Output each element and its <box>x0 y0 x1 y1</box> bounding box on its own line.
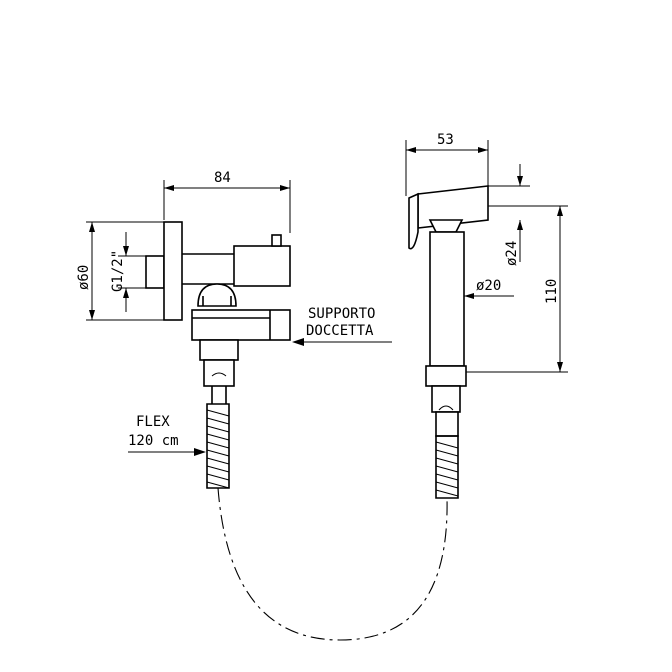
dim-20-label: ø20 <box>476 278 501 294</box>
flex-hose-right <box>435 435 459 499</box>
dim-60-label: ø60 <box>76 265 92 290</box>
flex-label-line1: FLEX <box>136 414 170 430</box>
dim-handshower-width: 53 <box>405 132 489 196</box>
flex-label-line2: 120 cm <box>128 433 179 449</box>
dim-handle-diameter: ø20 <box>464 278 514 299</box>
dim-head-diameter: ø24 <box>488 164 530 266</box>
support-label: SUPPORTO DOCCETTA <box>292 306 392 346</box>
wall-valve <box>145 221 291 404</box>
dim-flange-diameter: ø60 <box>76 221 164 321</box>
flex-hose-left <box>206 403 230 489</box>
flex-hose-loop <box>217 487 448 641</box>
flex-label: FLEX 120 cm <box>128 414 206 456</box>
dim-thread-label: G1/2" <box>110 250 126 292</box>
dim-110-label: 110 <box>544 279 560 304</box>
dim-24-label: ø24 <box>504 241 520 266</box>
dim-valve-width: 84 <box>163 170 291 233</box>
dim-53-label: 53 <box>437 132 454 148</box>
support-label-line1: SUPPORTO <box>308 306 375 322</box>
dim-84-label: 84 <box>214 170 231 186</box>
dim-handshower-length: 110 <box>466 205 568 373</box>
dim-thread: G1/2" <box>110 232 146 312</box>
hand-shower <box>408 185 489 437</box>
support-label-line2: DOCCETTA <box>306 323 374 339</box>
